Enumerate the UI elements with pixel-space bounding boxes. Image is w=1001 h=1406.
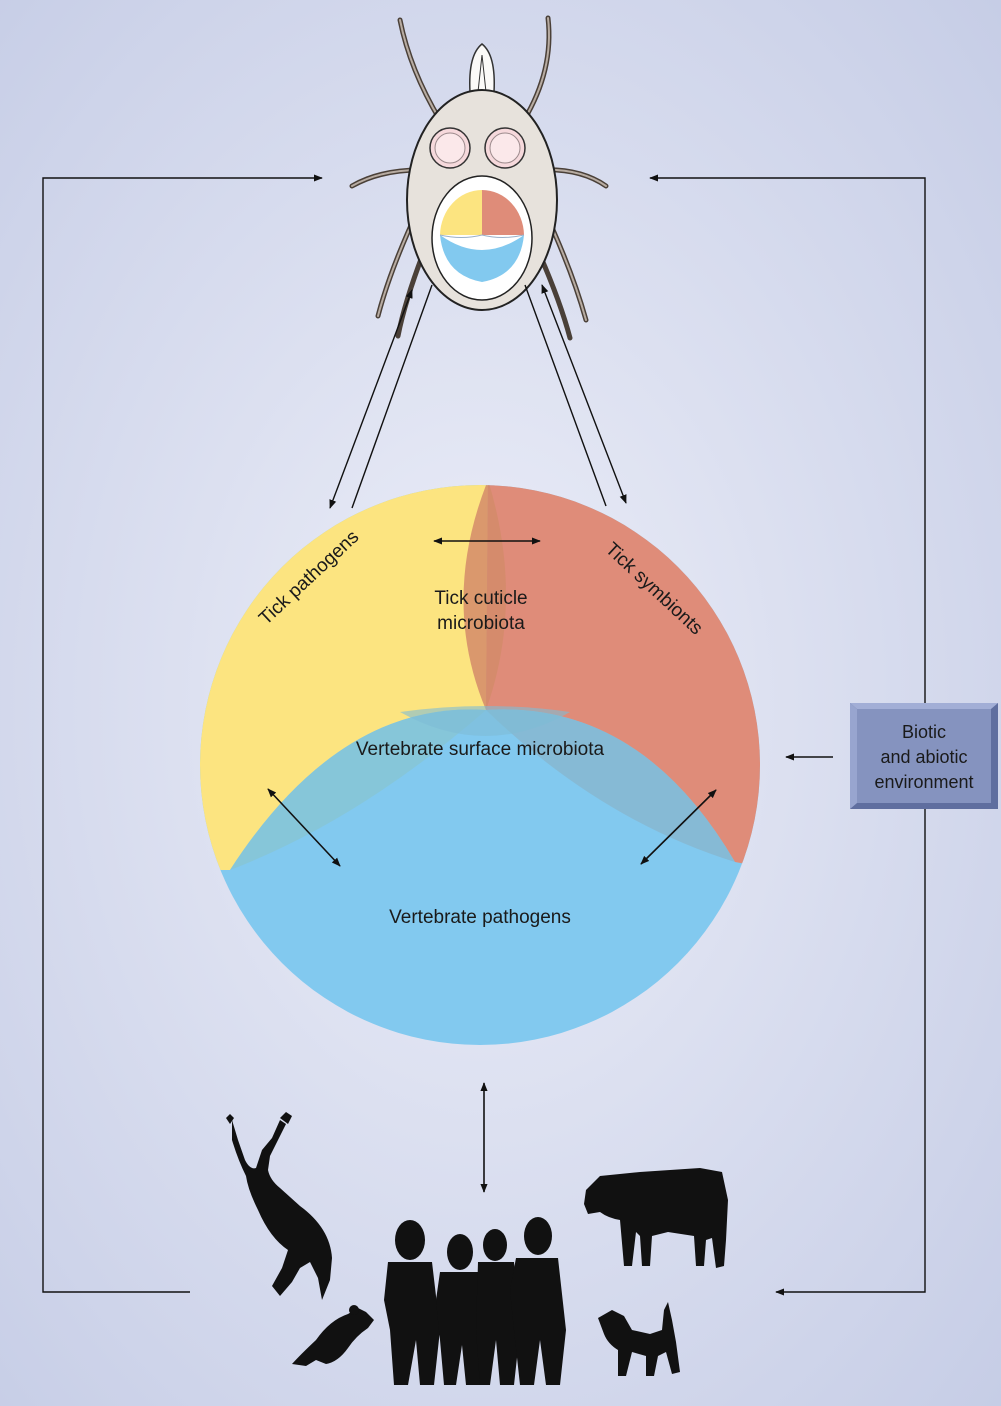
tick-circle-arrows — [329, 284, 627, 509]
tick-icon — [349, 15, 609, 341]
env-line-2: and abiotic — [880, 747, 967, 767]
label-vertebrate-pathogens: Vertebrate pathogens — [389, 907, 571, 928]
label-tick-cuticle-2: microbiota — [437, 613, 525, 634]
label-tick-cuticle-1: Tick cuticle — [434, 588, 527, 609]
loop-right — [649, 174, 926, 1296]
loop-left — [42, 174, 323, 1293]
env-line-3: environment — [874, 772, 973, 792]
environment-box: Biotic and abiotic environment — [850, 703, 998, 809]
deer-icon — [226, 1112, 332, 1300]
dog-icon — [598, 1302, 680, 1376]
label-vertebrate-surface: Vertebrate surface microbiota — [356, 739, 605, 760]
internal-arrows — [267, 537, 717, 1193]
rodent-icon — [292, 1305, 374, 1366]
cow-icon — [584, 1168, 728, 1268]
env-line-1: Biotic — [902, 722, 946, 742]
humans-icon — [384, 1217, 566, 1385]
